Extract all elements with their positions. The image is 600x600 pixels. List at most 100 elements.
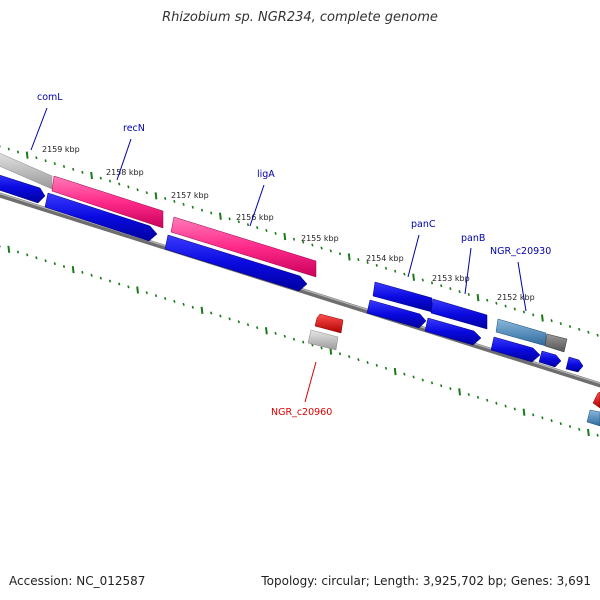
skew-dot (173, 299, 176, 303)
scale-tick (375, 263, 378, 267)
scale-tick (274, 231, 277, 235)
gene-dark-small[interactable] (544, 333, 568, 353)
kbp-label: 2155 kbp (301, 234, 339, 243)
kbp-labels: 2159 kbp 2158 kbp 2157 kbp 2156 kbp 2155… (42, 145, 535, 302)
skew-dot (191, 305, 194, 309)
kbp-label: 2157 kbp (171, 191, 209, 200)
kbp-label: 2156 kbp (236, 213, 274, 222)
kbp-label: 2159 kbp (42, 145, 80, 154)
gene-cds[interactable] (424, 317, 482, 346)
scale-tick (430, 281, 434, 285)
skew-dot (412, 375, 415, 379)
gene-steel-edge[interactable] (586, 409, 600, 427)
leader-comL (30, 107, 48, 151)
gene-cds[interactable] (366, 299, 427, 329)
skew-dot (7, 245, 11, 253)
skew-dot (348, 355, 351, 359)
gene-label-recN[interactable]: recN (123, 123, 145, 134)
skew-dot (320, 346, 323, 350)
scale-tick (191, 205, 194, 209)
scale-tick (145, 191, 148, 195)
scale-tick (173, 199, 176, 203)
scale-tick (550, 319, 553, 323)
leader-panC (407, 234, 420, 278)
gene-label-NGR_c20960[interactable]: NGR_c20960 (271, 407, 332, 418)
skew-dot (237, 320, 240, 324)
gene-panB[interactable] (430, 298, 488, 330)
skew-dot (228, 317, 231, 321)
scale-tick (81, 170, 84, 174)
skew-dot (154, 294, 158, 298)
scale-tick (366, 261, 369, 264)
gene-cds[interactable] (0, 172, 46, 204)
scale-tick (265, 229, 268, 232)
skew-dot (430, 381, 434, 385)
skew-dot (283, 334, 286, 338)
skew-dot (302, 340, 305, 344)
reverse-strand-genes (0, 172, 600, 427)
topology-label: Topology: circular; Length: 3,925,702 bp… (261, 574, 591, 588)
scale-tick (384, 266, 388, 270)
scale-tick (486, 298, 489, 302)
skew-dot (16, 250, 20, 254)
skew-dot (568, 424, 572, 428)
scale-tick (578, 327, 581, 331)
gene-ligA[interactable] (170, 216, 317, 278)
skew-dot (62, 265, 66, 269)
skew-dot (200, 306, 204, 315)
skew-dot (99, 276, 102, 280)
scale-tick (127, 185, 130, 189)
skew-dot (522, 408, 526, 416)
leader-recN (116, 138, 132, 181)
gene-cds[interactable] (565, 356, 584, 373)
scale-tick (495, 301, 498, 305)
scale-tick (338, 252, 342, 256)
gene-gray-small[interactable] (307, 329, 339, 351)
scale-tick (237, 220, 240, 224)
gene-red-edge[interactable] (592, 391, 600, 409)
scale-tick (394, 269, 397, 273)
scale-tick (568, 324, 572, 328)
skew-dot (596, 433, 599, 437)
scale-tick (62, 165, 66, 169)
gene-label-comL[interactable]: comL (37, 92, 63, 103)
scale-tick (541, 314, 544, 322)
scale-tick (219, 212, 222, 220)
scale-tick (522, 310, 526, 314)
skew-dot (274, 331, 277, 335)
scale-tick (421, 278, 424, 282)
skew-dot (384, 366, 388, 370)
scale-tick (136, 188, 139, 192)
scale-tick (118, 182, 121, 186)
kbp-label: 2158 kbp (106, 168, 144, 177)
scale-tick (449, 287, 452, 291)
scale-tick (329, 249, 332, 253)
gene-label-panB[interactable]: panB (461, 233, 485, 244)
gene-NGR_c20960[interactable] (314, 313, 344, 334)
skew-dot (210, 311, 213, 315)
skew-dot (513, 407, 516, 411)
skew-dot (35, 256, 38, 260)
gene-label-NGR_c20930[interactable]: NGR_c20930 (490, 246, 551, 257)
skew-dot (440, 384, 443, 388)
gc-skew-dots (0, 244, 599, 437)
gene-cds[interactable] (490, 336, 541, 363)
gene-label-ligA[interactable]: ligA (257, 169, 275, 180)
skew-dot (53, 262, 56, 266)
gene-cds[interactable] (164, 234, 308, 292)
skew-dot (81, 270, 84, 274)
scale-tick (154, 192, 158, 200)
skew-dot (182, 302, 185, 306)
skew-dot (393, 367, 397, 376)
gene-cds[interactable] (538, 350, 562, 368)
gene-cds[interactable] (44, 192, 158, 242)
skew-dot (403, 372, 406, 376)
gene-comL[interactable] (0, 149, 53, 190)
gene-recN[interactable] (51, 175, 164, 229)
gene-label-panC[interactable]: panC (411, 219, 436, 230)
leader-NGR_c20930 (517, 261, 527, 312)
skew-dot (504, 404, 507, 408)
kbp-label: 2152 kbp (497, 293, 535, 302)
scale-tick (467, 292, 470, 296)
